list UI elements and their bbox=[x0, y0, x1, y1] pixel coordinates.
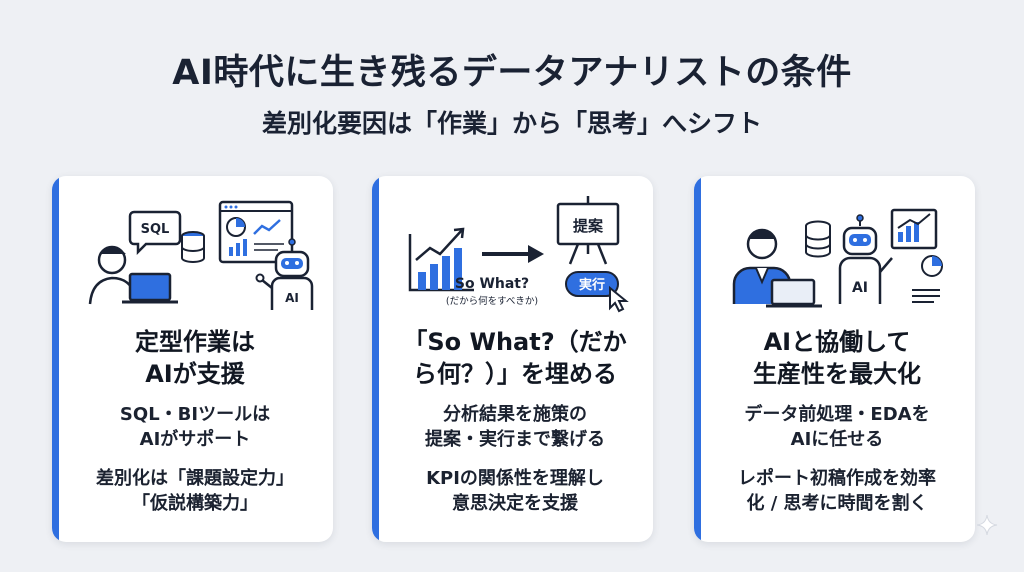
so-what-label: So What? bbox=[455, 276, 529, 292]
card-heading-line: 定型作業は bbox=[135, 328, 255, 356]
point-line: 「仮説構築力」 bbox=[132, 493, 258, 514]
execute-button-label: 実行 bbox=[579, 277, 605, 293]
sql-bubble-text: SQL bbox=[141, 222, 170, 237]
card-accent-bar bbox=[694, 176, 701, 542]
card-ai-collaboration: AI AIと協働して 生産性を最大化 データ前処理・EDAを AIに任せる bbox=[694, 176, 975, 542]
arrow-right-icon bbox=[482, 245, 544, 263]
page-subtitle: 差別化要因は「作業」から「思考」へシフト bbox=[261, 109, 762, 138]
presentation-board-icon: 提案 bbox=[556, 196, 620, 265]
card-point: データ前処理・EDAを AIに任せる bbox=[704, 402, 970, 452]
robot-icon: AI bbox=[838, 214, 893, 304]
card-1-illustration: SQL AI bbox=[88, 200, 314, 310]
card-point: レポート初稿作成を効率 化 / 思考に時間を割く bbox=[704, 466, 970, 516]
card-heading: 定型作業は AIが支援 bbox=[62, 326, 328, 390]
board-text: 提案 bbox=[573, 217, 604, 235]
point-line: 差別化は「課題設定力」 bbox=[96, 468, 294, 489]
point-line: AIがサポート bbox=[139, 429, 251, 450]
sparkle-icon bbox=[976, 514, 998, 536]
card-heading: AIと協働して 生産性を最大化 bbox=[704, 326, 970, 390]
document-lines-icon bbox=[912, 289, 940, 303]
card-2-illustration: 提案 So What? (だから何をすべきか) 実行 bbox=[408, 196, 629, 313]
dashboard-icon bbox=[218, 200, 294, 264]
card-heading-line: 生産性を最大化 bbox=[753, 360, 921, 388]
point-line: データ前処理・EDAを bbox=[744, 404, 930, 425]
card-heading-line: AIが支援 bbox=[145, 360, 245, 388]
card-so-what: 提案 So What? (だから何をすべきか) 実行 「So What?（だか … bbox=[372, 176, 653, 542]
chart-board-icon bbox=[890, 208, 938, 250]
execute-button-icon: 実行 bbox=[565, 271, 619, 297]
card-3-illustration: AI bbox=[732, 208, 943, 308]
pie-chart-icon bbox=[921, 255, 943, 277]
database-icon bbox=[181, 231, 205, 263]
card-accent-bar bbox=[372, 176, 379, 542]
card-heading-line: ら何？）」を埋める bbox=[413, 360, 617, 388]
robot-icon: AI bbox=[255, 238, 314, 310]
card-point: 分析結果を施策の 提案・実行まで繋げる bbox=[382, 402, 648, 452]
point-line: 分析結果を施策の bbox=[443, 404, 587, 425]
point-line: KPIの関係性を理解し bbox=[426, 468, 604, 489]
card-ai-support: SQL AI bbox=[52, 176, 333, 542]
robot-ai-label: AI bbox=[852, 280, 868, 296]
page-title: AI時代に生き残るデータアナリストの条件 bbox=[172, 53, 852, 93]
point-line: AIに任せる bbox=[790, 429, 884, 450]
card-heading-line: AIと協働して bbox=[763, 328, 911, 356]
point-line: レポート初稿作成を効率 bbox=[738, 468, 936, 489]
card-heading: 「So What?（だか ら何？）」を埋める bbox=[382, 326, 648, 390]
robot-ai-label: AI bbox=[285, 291, 299, 305]
point-line: 意思決定を支援 bbox=[452, 493, 578, 514]
point-line: 化 / 思考に時間を割く bbox=[746, 493, 928, 514]
card-point: 差別化は「課題設定力」 「仮説構築力」 bbox=[62, 466, 328, 516]
card-accent-bar bbox=[52, 176, 59, 542]
card-point: KPIの関係性を理解し 意思決定を支援 bbox=[382, 466, 648, 516]
bar-chart-icon bbox=[408, 227, 474, 292]
point-line: SQL・BIツールは bbox=[119, 404, 271, 425]
so-what-note: (だから何をすべきか) bbox=[446, 295, 538, 307]
card-point: SQL・BIツールは AIがサポート bbox=[62, 402, 328, 452]
cursor-icon bbox=[609, 285, 629, 313]
point-line: 提案・実行まで繋げる bbox=[425, 429, 605, 450]
card-heading-line: 「So What?（だか bbox=[403, 328, 627, 356]
database-icon bbox=[805, 220, 831, 258]
businessman-laptop-icon bbox=[732, 228, 822, 308]
person-laptop-icon bbox=[88, 245, 178, 305]
sql-bubble-icon: SQL bbox=[128, 210, 182, 256]
